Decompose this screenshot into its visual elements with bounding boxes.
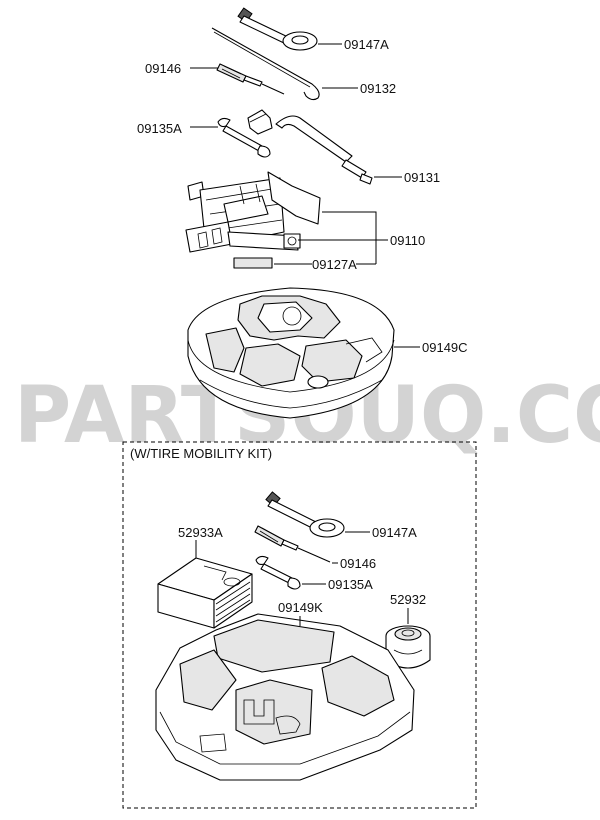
wrench-drawing — [217, 117, 271, 158]
label-09147A-top: 09147A — [344, 37, 389, 52]
kit-caption: (W/TIRE MOBILITY KIT) — [130, 446, 272, 461]
kit-screwdriver-drawing — [254, 525, 331, 563]
kit-tray-drawing — [155, 613, 415, 781]
tire-mobility-kit-box — [122, 441, 477, 809]
label-52932: 52932 — [390, 592, 426, 607]
kit-wrench-drawing — [255, 555, 301, 590]
label-09149C: 09149C — [422, 340, 468, 355]
kit-towing-hook-drawing — [265, 491, 345, 538]
label-09149K: 09149K — [278, 600, 323, 615]
scissor-jack-drawing — [185, 171, 321, 253]
label-09147A-kit: 09147A — [372, 525, 417, 540]
label-09135A-kit: 09135A — [328, 577, 373, 592]
jack-handle-rod-drawing — [211, 27, 320, 101]
compressor-drawing — [157, 557, 253, 629]
label-09132: 09132 — [360, 81, 396, 96]
jack-plate-drawing — [233, 257, 273, 269]
wheel-wrench-drawing — [247, 109, 373, 185]
towing-hook-drawing — [237, 7, 318, 51]
leader-09110-upper — [322, 211, 377, 264]
label-09110: 09110 — [390, 233, 425, 248]
label-09146-kit: 09146 — [340, 556, 376, 571]
sealant-bottle-drawing — [385, 625, 431, 669]
screwdriver-drawing — [216, 63, 285, 95]
label-09135A-top: 09135A — [137, 121, 182, 136]
label-52933A: 52933A — [178, 525, 223, 540]
tool-tray-drawing — [187, 287, 395, 419]
label-09131: 09131 — [404, 170, 440, 185]
label-09146-top: 09146 — [145, 61, 181, 76]
label-09127A: 09127A — [312, 257, 357, 272]
